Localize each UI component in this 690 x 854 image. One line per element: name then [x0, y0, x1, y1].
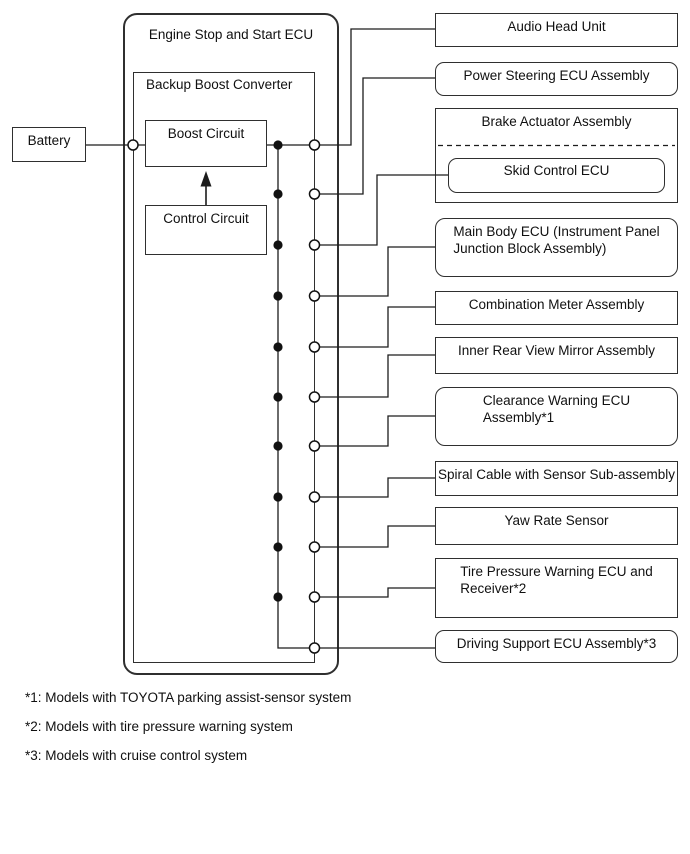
combination-meter-assembly-label: Combination Meter Assembly: [468, 297, 645, 312]
driving-support-ecu-assembly-label: Driving Support ECU Assembly*3: [456, 636, 657, 651]
boost-circuit-label: Boost Circuit: [167, 126, 245, 141]
boost-circuit-box: Boost Circuit: [145, 120, 267, 167]
footnote-1: *1: Models with TOYOTA parking assist-se…: [25, 690, 352, 705]
brake-actuator-assembly-label: Brake Actuator Assembly: [481, 114, 632, 129]
driving-support-ecu-assembly-box: Driving Support ECU Assembly*3: [435, 630, 678, 663]
clearance-warning-ecu-assembly-label: Clearance Warning ECU Assembly*1: [482, 393, 631, 425]
yaw-rate-sensor-box: Yaw Rate Sensor: [435, 507, 678, 545]
clearance-warning-ecu-assembly-box: Clearance Warning ECU Assembly*1: [435, 387, 678, 446]
engine-stop-start-ecu-title: Engine Stop and Start ECU: [148, 27, 314, 42]
battery-label: Battery: [27, 133, 71, 148]
audio-head-unit-box: Audio Head Unit: [435, 13, 678, 47]
skid-control-ecu-label: Skid Control ECU: [503, 163, 610, 178]
control-circuit-box: Control Circuit: [145, 205, 267, 255]
power-steering-ecu-assembly-label: Power Steering ECU Assembly: [463, 68, 650, 83]
main-body-ecu-box: Main Body ECU (Instrument Panel Junction…: [435, 218, 678, 277]
tire-pressure-warning-ecu-box: Tire Pressure Warning ECU and Receiver*2: [435, 558, 678, 618]
skid-control-ecu-box: Skid Control ECU: [448, 158, 665, 193]
main-body-ecu-label: Main Body ECU (Instrument Panel Junction…: [453, 224, 660, 256]
spiral-cable-with-sensor-sub-assembly-label: Spiral Cable with Sensor Sub-assembly: [437, 467, 676, 482]
footnote-2: *2: Models with tire pressure warning sy…: [25, 719, 293, 734]
yaw-rate-sensor-label: Yaw Rate Sensor: [504, 513, 609, 528]
inner-rear-view-mirror-assembly-box: Inner Rear View Mirror Assembly: [435, 337, 678, 374]
backup-boost-converter-title: Backup Boost Converter: [146, 77, 293, 92]
spiral-cable-with-sensor-sub-assembly-box: Spiral Cable with Sensor Sub-assembly: [435, 461, 678, 496]
inner-rear-view-mirror-assembly-label: Inner Rear View Mirror Assembly: [457, 343, 656, 358]
footnote-3: *3: Models with cruise control system: [25, 748, 248, 763]
audio-head-unit-label: Audio Head Unit: [507, 19, 606, 34]
control-circuit-label: Control Circuit: [163, 211, 249, 226]
power-steering-ecu-assembly-box: Power Steering ECU Assembly: [435, 62, 678, 96]
battery-box: Battery: [12, 127, 86, 162]
combination-meter-assembly-box: Combination Meter Assembly: [435, 291, 678, 325]
tire-pressure-warning-ecu-label: Tire Pressure Warning ECU and Receiver*2: [460, 564, 653, 596]
